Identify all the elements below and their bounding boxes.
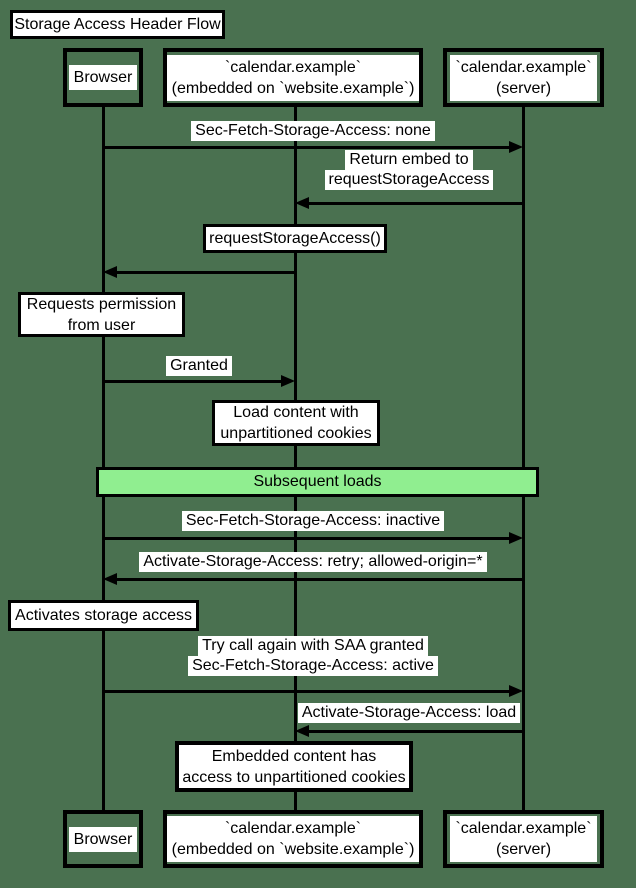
lifeline-browser — [101, 107, 105, 810]
message-text: Activate-Storage-Access: retry; allowed-… — [139, 552, 487, 572]
divider-label: Subsequent loads — [253, 473, 382, 490]
message-text: Sec-Fetch-Storage-Access: inactive — [181, 511, 445, 531]
participant-embed-line2: (embedded on `website.example`) — [171, 79, 415, 97]
divider-subsequent-loads: Subsequent loads — [96, 467, 539, 497]
arrowhead-left-icon — [103, 573, 117, 585]
message-label-activate-retry: Activate-Storage-Access: retry; allowed-… — [103, 552, 523, 572]
participant-server-bottom: `calendar.example` (server) — [443, 810, 604, 868]
note-text: from user — [67, 316, 136, 334]
arrowhead-right-icon — [509, 532, 523, 544]
note-text: Embedded content has — [211, 747, 377, 765]
message-arrow-2 — [307, 201, 523, 205]
arrowhead-right-icon — [281, 375, 295, 387]
message-arrow-3 — [115, 270, 295, 274]
message-label-granted: Granted — [103, 356, 295, 376]
participant-browser-bottom: Browser — [63, 810, 143, 868]
arrowhead-left-icon — [295, 197, 309, 209]
participant-embed-line2: (embedded on `website.example`) — [171, 841, 415, 858]
message-text: Sec-Fetch-Storage-Access: none — [191, 121, 435, 141]
participant-server-label: `calendar.example` (server) — [450, 816, 597, 862]
arrowhead-left-icon — [103, 266, 117, 278]
message-text: requestStorageAccess() — [209, 230, 381, 247]
participant-embed-label: `calendar.example` (embedded on `website… — [166, 816, 420, 862]
message-text: Return embed to — [345, 150, 473, 170]
message-text: requestStorageAccess — [324, 170, 494, 190]
participant-browser-label: Browser — [68, 826, 138, 852]
note-text: Activates storage access — [15, 607, 192, 624]
message-text: Try call again with SAA granted — [198, 636, 428, 656]
participant-server-line2: (server) — [495, 79, 552, 97]
note-text: Load content with — [233, 404, 359, 421]
note-embedded-content-access: Embedded content has access to unpartiti… — [175, 741, 413, 792]
diagram-title: Storage Access Header Flow — [10, 10, 225, 39]
participant-server-line2: (server) — [495, 841, 552, 858]
message-arrow-8 — [307, 729, 523, 733]
message-text: Granted — [166, 356, 232, 376]
message-arrow-5 — [103, 536, 511, 540]
participant-embed-line1: `calendar.example` — [224, 58, 362, 76]
participant-browser-top: Browser — [63, 48, 143, 107]
participant-server-line1: `calendar.example` — [455, 58, 592, 76]
note-text: unpartitioned cookies — [220, 425, 372, 442]
participant-server-line1: `calendar.example` — [455, 820, 592, 837]
participant-embed-line1: `calendar.example` — [224, 820, 362, 837]
message-arrow-7 — [103, 689, 511, 693]
participant-server-top: `calendar.example` (server) — [443, 48, 604, 107]
note-requests-permission: Requests permission from user — [18, 292, 185, 337]
note-text: Requests permission — [26, 295, 177, 313]
participant-browser-label: Browser — [68, 65, 138, 90]
message-label-sec-fetch-none: Sec-Fetch-Storage-Access: none — [103, 121, 523, 141]
participant-embed-label: `calendar.example` (embedded on `website… — [166, 54, 420, 101]
message-arrow-6 — [115, 577, 523, 581]
arrowhead-right-icon — [509, 141, 523, 153]
message-arrow-4 — [103, 379, 283, 383]
arrowhead-left-icon — [295, 725, 309, 737]
message-label-activate-load: Activate-Storage-Access: load — [295, 703, 523, 723]
message-text: Sec-Fetch-Storage-Access: active — [188, 656, 438, 676]
note-activates-storage-access: Activates storage access — [8, 600, 199, 631]
message-label-return-embed: Return embed to requestStorageAccess — [295, 150, 523, 190]
lifeline-server — [521, 107, 525, 810]
message-label-try-again: Try call again with SAA granted Sec-Fetc… — [103, 636, 523, 676]
participant-server-label: `calendar.example` (server) — [450, 54, 597, 101]
message-text: Activate-Storage-Access: load — [297, 703, 521, 723]
participant-embed-bottom: `calendar.example` (embedded on `website… — [163, 810, 423, 868]
message-box-request-storage-access: requestStorageAccess() — [203, 224, 387, 253]
note-text: access to unpartitioned cookies — [182, 768, 406, 786]
message-arrow-1 — [103, 145, 511, 149]
participant-embed-top: `calendar.example` (embedded on `website… — [163, 48, 423, 107]
message-label-sec-fetch-inactive: Sec-Fetch-Storage-Access: inactive — [103, 511, 523, 531]
arrowhead-right-icon — [509, 685, 523, 697]
lifeline-embed — [293, 107, 297, 810]
note-load-content: Load content with unpartitioned cookies — [212, 400, 380, 446]
